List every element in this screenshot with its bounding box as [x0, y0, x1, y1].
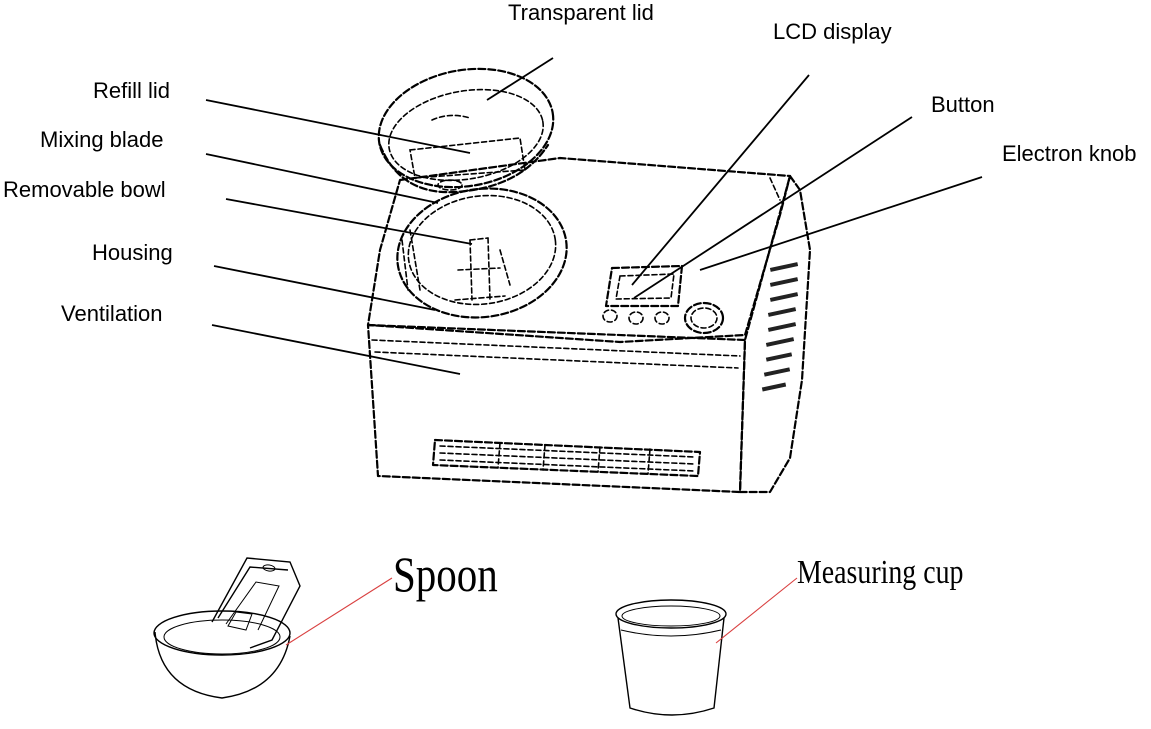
- leader-lcd-display: [631, 74, 810, 286]
- leader-ventilation: [211, 324, 461, 375]
- leader-electron-knob: [699, 176, 983, 271]
- leader-measuring-cup: [715, 577, 798, 644]
- leader-removable-bowl: [225, 198, 473, 245]
- label-refill-lid: Refill lid: [93, 78, 171, 103]
- label-spoon: Spoon: [393, 546, 498, 602]
- spoon-illustration: [153, 557, 301, 699]
- label-button: Button: [931, 92, 995, 117]
- measuring-cup-illustration: [615, 599, 727, 716]
- mixing-blade: [454, 237, 511, 301]
- leader-transparent-lid: [486, 57, 554, 101]
- label-lcd-display: LCD display: [773, 19, 892, 44]
- housing-body: [366, 156, 812, 494]
- label-measuring-cup: Measuring cup: [797, 554, 964, 591]
- transparent-lid: [377, 67, 555, 194]
- control-button-2: [628, 311, 644, 325]
- leader-housing: [213, 265, 436, 311]
- electron-knob: [683, 301, 725, 335]
- side-ventilation-slots: [761, 262, 799, 392]
- label-housing: Housing: [92, 240, 173, 265]
- label-ventilation: Ventilation: [61, 301, 163, 326]
- refill-opening: [409, 137, 526, 179]
- label-mixing-blade: Mixing blade: [40, 127, 164, 152]
- control-button-3: [654, 311, 670, 325]
- control-panel: [602, 264, 725, 335]
- leader-refill-lid: [205, 99, 471, 154]
- leader-spoon: [285, 577, 393, 646]
- label-transparent-lid: Transparent lid: [508, 0, 654, 25]
- leader-button: [633, 116, 913, 299]
- leader-lines: [205, 57, 983, 375]
- lcd-screen: [604, 264, 684, 308]
- leader-mixing-blade: [205, 153, 439, 204]
- front-ventilation-grille: [431, 438, 702, 478]
- label-electron-knob: Electron knob: [1002, 141, 1137, 166]
- control-button-1: [602, 309, 618, 323]
- label-removable-bowl: Removable bowl: [3, 177, 166, 202]
